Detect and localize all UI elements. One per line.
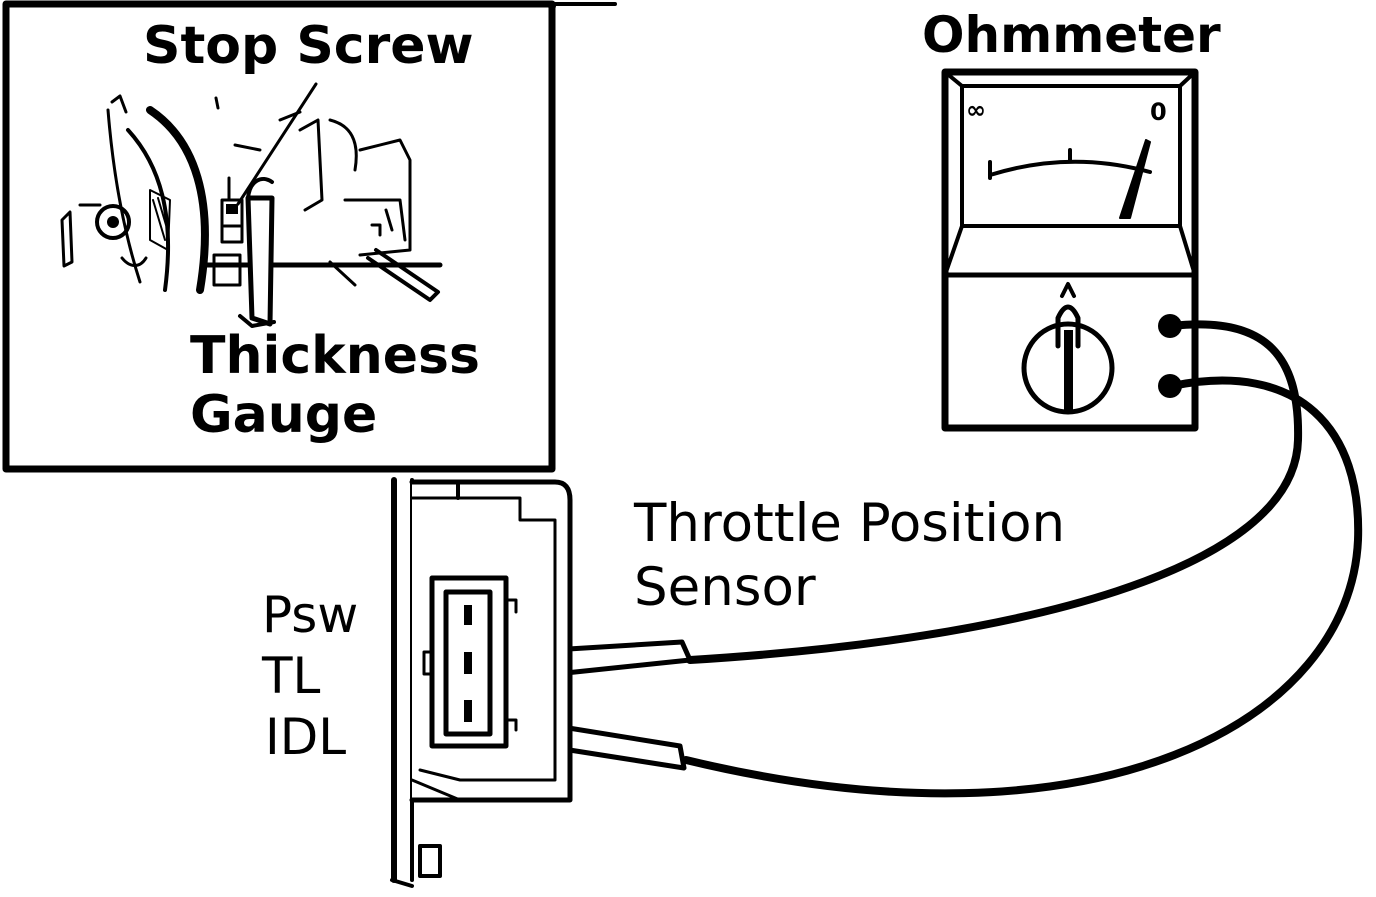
terminal-label-psw: Psw xyxy=(262,586,359,644)
meter-scale-zero: 0 xyxy=(1150,98,1167,126)
terminal-label-tl: TL xyxy=(262,647,321,705)
ohmmeter-label: Ohmmeter xyxy=(922,6,1221,64)
meter-scale-infinity: ∞ xyxy=(966,96,986,124)
carburetor-sketch xyxy=(60,82,443,328)
test-lead-upper xyxy=(686,320,1303,664)
thickness-gauge-label-line2: Gauge xyxy=(190,385,378,445)
sensor-label-line1: Throttle Position xyxy=(634,493,1066,554)
sensor-connector xyxy=(422,575,518,749)
thickness-gauge-label-line1: Thickness xyxy=(190,326,480,386)
stop-screw-label: Stop Screw xyxy=(143,16,474,76)
test-lead-lower xyxy=(682,376,1363,798)
sensor-label-line2: Sensor xyxy=(634,557,816,618)
terminal-label-idl: IDL xyxy=(265,708,347,766)
ohm-selector-knob-icon[interactable] xyxy=(1021,282,1115,415)
inset-panel xyxy=(2,0,617,473)
